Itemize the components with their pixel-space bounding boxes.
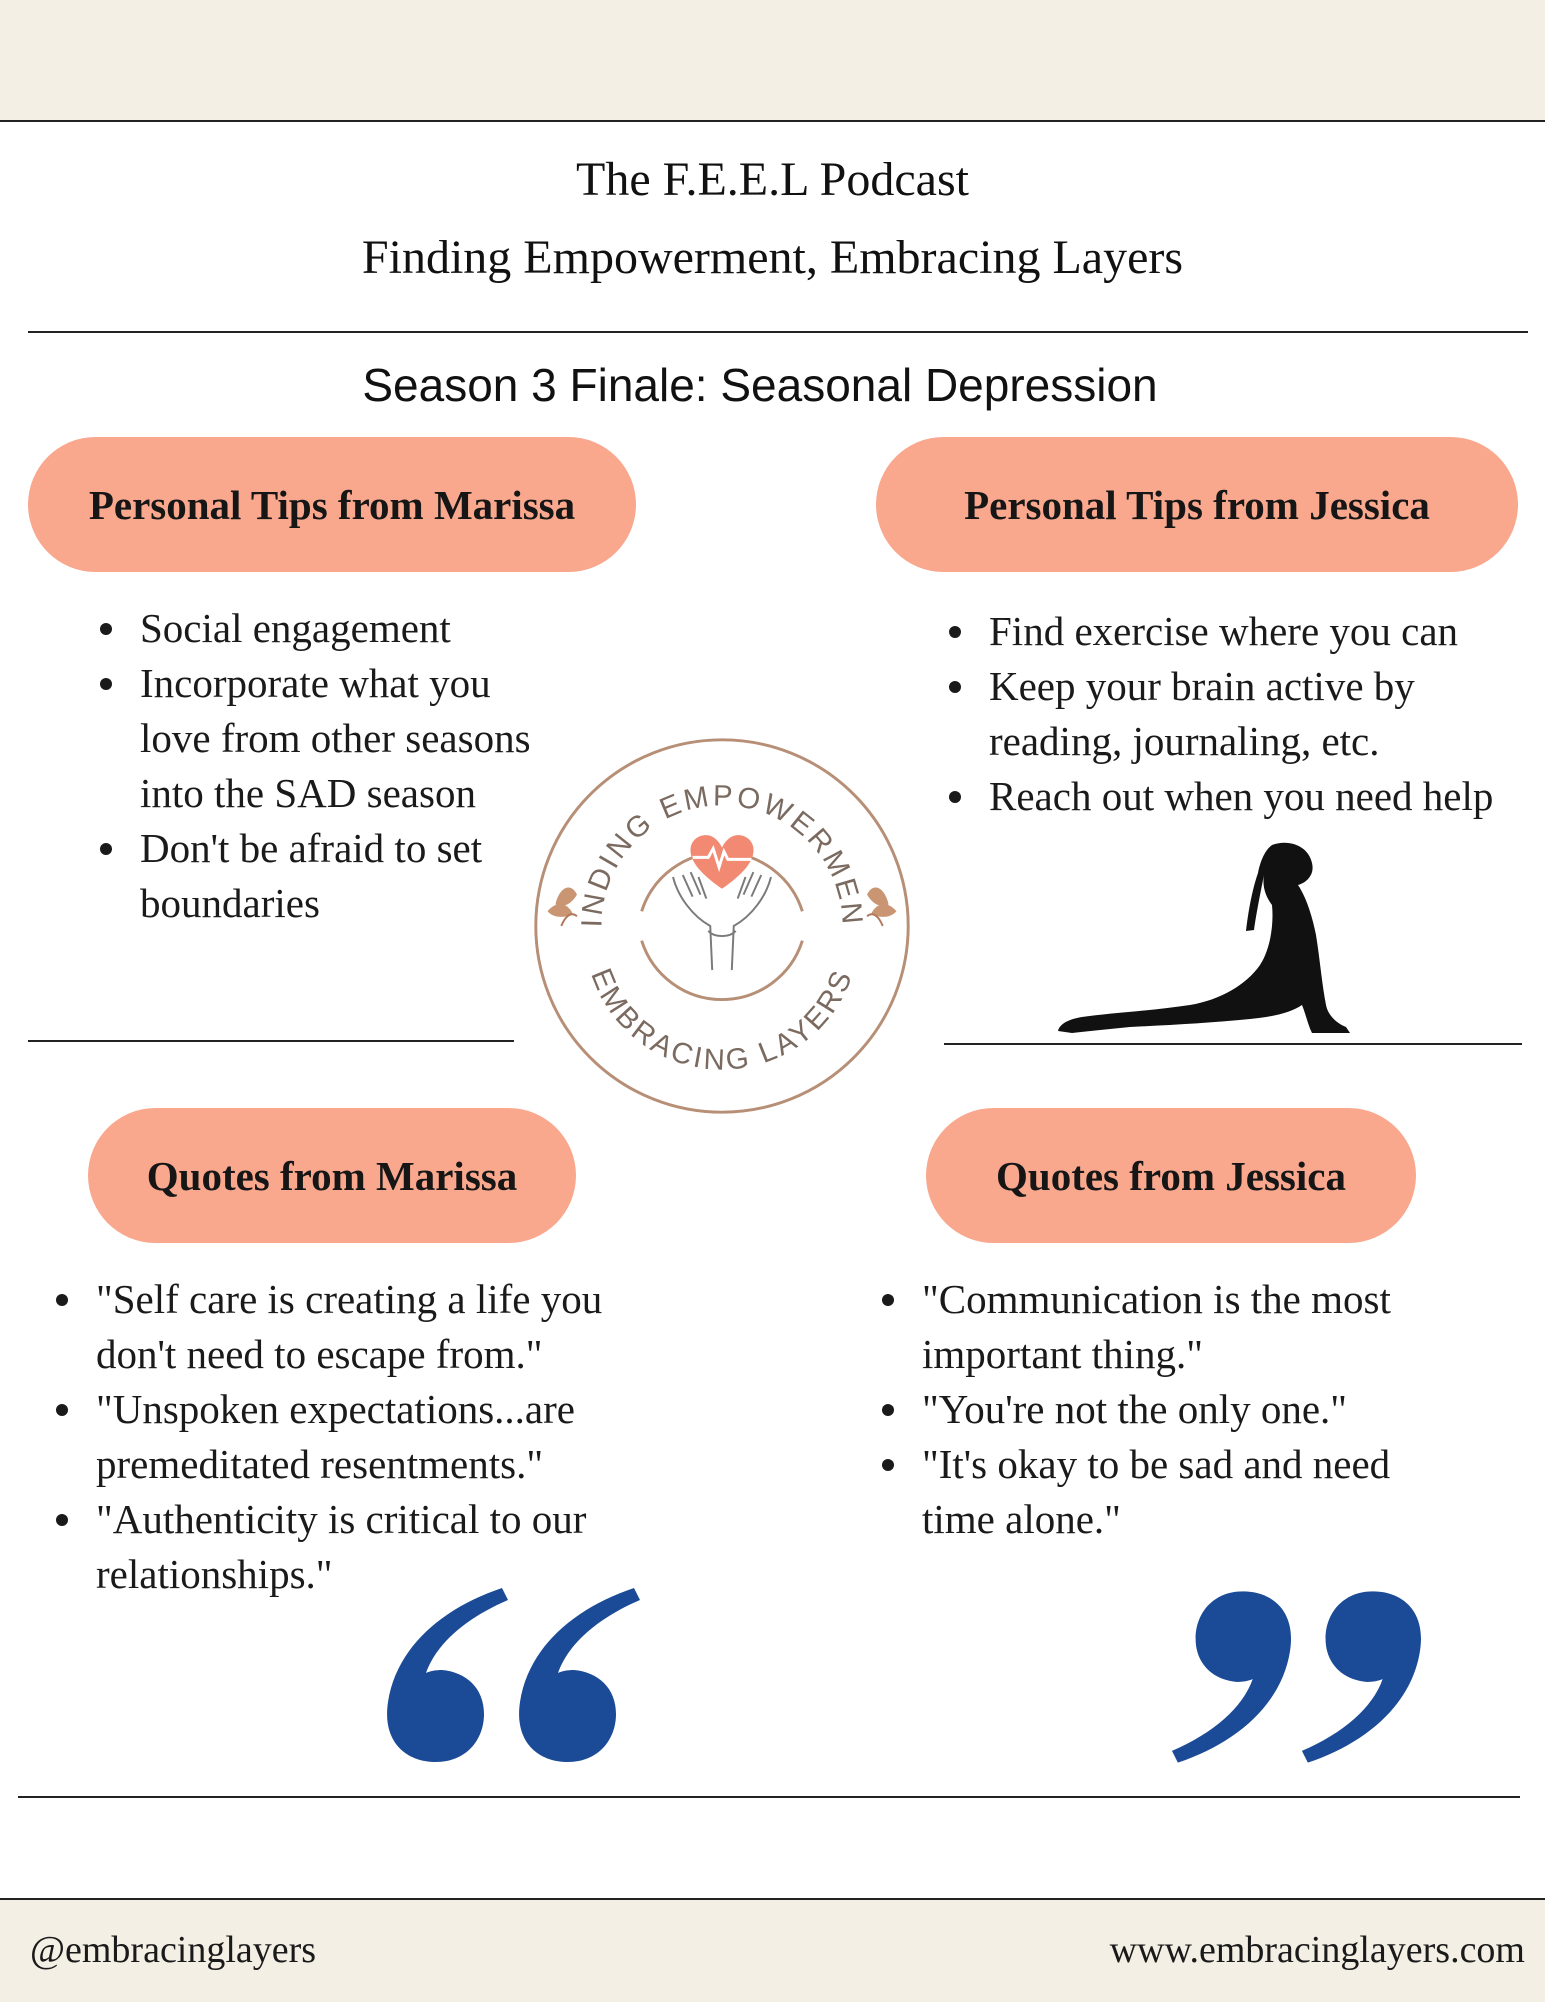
tips-jessica-heading-label: Personal Tips from Jessica: [964, 481, 1430, 528]
list-item: Incorporate what you love from other sea…: [96, 656, 566, 821]
podcast-logo: FINDING EMPOWERMENT EMBRACING LAYERS: [526, 730, 910, 1114]
leaf-left-icon: [547, 887, 578, 927]
list-item: "Unspoken expectations...are premeditate…: [52, 1382, 672, 1492]
tips-divider-right: [944, 1043, 1522, 1045]
heart-hands-icon: [672, 835, 772, 971]
podcast-subtitle: Finding Empowerment, Embracing Layers: [361, 231, 1184, 284]
list-item: Reach out when you need help: [945, 769, 1525, 824]
quotes-jessica-list: "Communication is the most important thi…: [878, 1272, 1438, 1547]
quotes-marissa-list: "Self care is creating a life you don't …: [52, 1272, 672, 1602]
list-item: Keep your brain active by reading, journ…: [945, 659, 1525, 769]
open-quote-icon: [387, 1588, 640, 1762]
list-item: "Communication is the most important thi…: [878, 1272, 1438, 1382]
svg-text:EMBRACING LAYERS: EMBRACING LAYERS: [584, 964, 860, 1077]
yoga-cobra-icon: [1058, 842, 1350, 1033]
logo-top-text: FINDING EMPOWERMENT: [526, 730, 866, 928]
tips-marissa-heading-label: Personal Tips from Marissa: [88, 481, 576, 528]
tips-jessica-list: Find exercise where you can Keep your br…: [945, 604, 1525, 824]
quotes-jessica-heading: Quotes from Jessica: [926, 1108, 1416, 1243]
leaf-right-icon: [866, 887, 897, 927]
quotes-jessica-heading-label: Quotes from Jessica: [996, 1152, 1346, 1199]
quotes-marissa-heading-label: Quotes from Marissa: [146, 1152, 518, 1199]
website-link[interactable]: www.embracinglayers.com: [1109, 1929, 1525, 1971]
list-item: "Authenticity is critical to our relatio…: [52, 1492, 672, 1602]
tips-divider-left: [28, 1040, 514, 1042]
tips-marissa-list: Social engagement Incorporate what you l…: [96, 601, 566, 931]
list-item: Social engagement: [96, 601, 566, 656]
close-quote-icon: [1171, 1591, 1421, 1763]
quotes-divider: [18, 1796, 1520, 1798]
list-item: Find exercise where you can: [945, 604, 1525, 659]
list-item: Don't be afraid to set boundaries: [96, 821, 566, 931]
tips-marissa-heading: Personal Tips from Marissa: [28, 437, 636, 572]
footer-band: [0, 1898, 1545, 2002]
list-item: "Self care is creating a life you don't …: [52, 1272, 672, 1382]
list-item: "It's okay to be sad and need time alone…: [878, 1437, 1438, 1547]
header-divider: [28, 331, 1528, 333]
podcast-title: The F.E.E.L Podcast: [576, 153, 969, 206]
logo-bottom-text: EMBRACING LAYERS: [584, 964, 857, 1077]
tips-jessica-heading: Personal Tips from Jessica: [876, 437, 1518, 572]
list-item: "You're not the only one.": [878, 1382, 1438, 1437]
episode-title: Season 3 Finale: Seasonal Depression: [362, 359, 1158, 411]
top-band: [0, 0, 1545, 122]
svg-text:FINDING EMPOWERMENT: FINDING EMPOWERMENT: [526, 730, 869, 928]
quotes-marissa-heading: Quotes from Marissa: [88, 1108, 576, 1243]
social-handle[interactable]: @embracinglayers: [30, 1929, 317, 1971]
